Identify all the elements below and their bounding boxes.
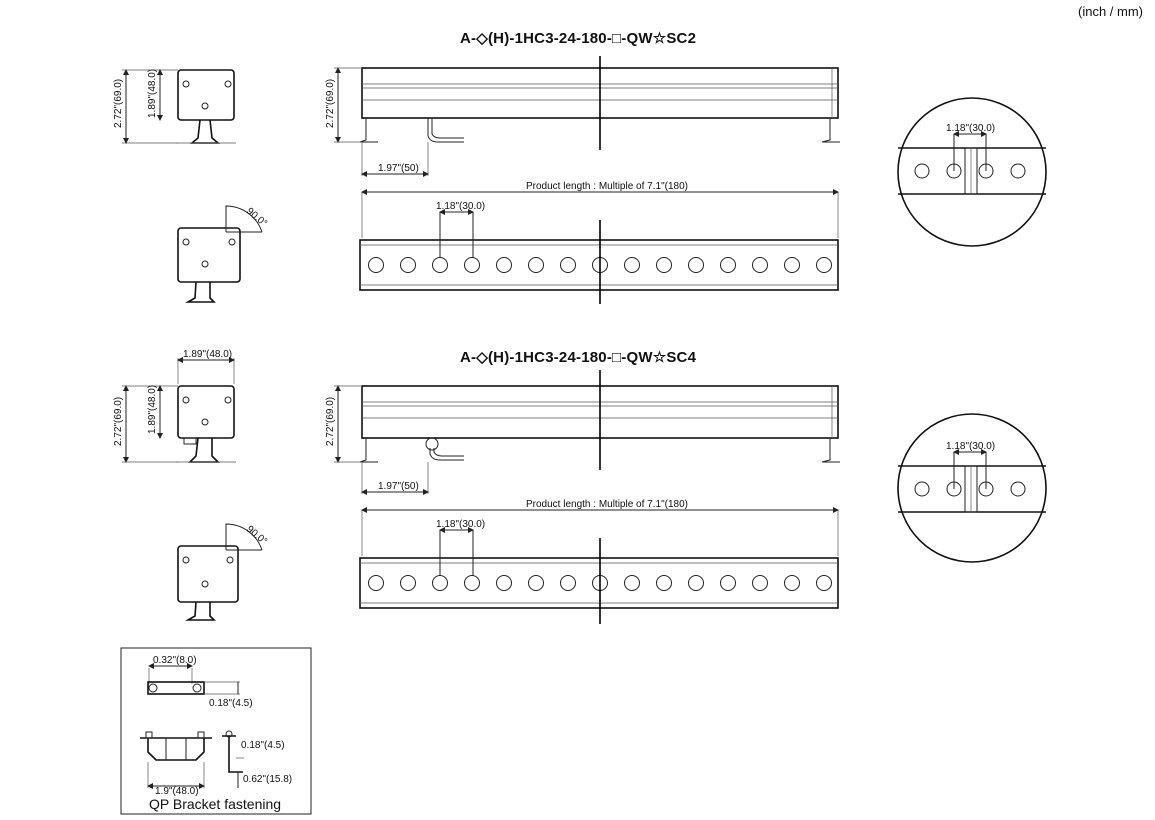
sc4-end-width: 1.89"(48.0) (183, 349, 232, 360)
led-lens (752, 575, 768, 591)
sc2-detail-view: 1.18"(30.0) (897, 97, 1047, 247)
sc2-front-view: Product length : Multiple of 7.1"(180) 1… (359, 181, 839, 304)
sc4-led-pitch: 1.18"(30.0) (436, 519, 485, 530)
led-lens (784, 257, 800, 273)
sc2-tilt-angle: 90.0° (244, 206, 269, 230)
bracket-dim-a: 0.32"(8.0) (153, 655, 197, 666)
led-lens (496, 575, 512, 591)
led-lens (432, 257, 448, 273)
units-label: (inch / mm) (1078, 4, 1143, 19)
led-lens (656, 257, 672, 273)
model-sc4-title: A-◇(H)-1HC3-24-180-□-QW☆SC4 (460, 349, 697, 366)
led-lens (400, 575, 416, 591)
led-lens (528, 575, 544, 591)
sc2-detail-pitch: 1.18"(30.0) (946, 123, 995, 134)
led-lens (624, 575, 640, 591)
led-lens (720, 257, 736, 273)
bracket-dim-c: 0.18"(4.5) (241, 740, 285, 751)
led-lens (368, 575, 384, 591)
led-lens (688, 575, 704, 591)
bracket-caption: QP Bracket fastening (149, 796, 281, 812)
sc2-side-view: 2.72"(69.0) 1.97"(50) (325, 56, 840, 177)
sc4-end-view: 1.89"(48.0) 2.72"(69.0) 1.89"(48.0) (113, 349, 236, 463)
led-lens (432, 575, 448, 591)
model-sc2-title: A-◇(H)-1HC3-24-180-□-QW☆SC2 (460, 30, 696, 47)
led-lens (368, 257, 384, 273)
led-lens (528, 257, 544, 273)
sc2-product-length: Product length : Multiple of 7.1"(180) (526, 181, 688, 192)
sc2-led-pitch: 1.18"(30.0) (436, 201, 485, 212)
sc2-end-view: 2.72"(69.0) 1.89"(48.0) (113, 69, 236, 144)
led-lens (560, 257, 576, 273)
led-lens (784, 575, 800, 591)
bracket-dim-e: 0.62"(15.8) (243, 774, 292, 785)
model-sc4: A-◇(H)-1HC3-24-180-□-QW☆SC4 1.89"(48.0) … (113, 349, 1047, 624)
led-lens (720, 575, 736, 591)
sc4-side-height: 2.72"(69.0) (325, 397, 336, 446)
bracket-dim-d: 1.9"(48.0) (155, 786, 199, 797)
model-sc2: A-◇(H)-1HC3-24-180-□-QW☆SC2 2.72"(69.0) … (113, 30, 1047, 304)
led-lens (464, 575, 480, 591)
sc2-side-offset: 1.97"(50) (378, 163, 419, 174)
sc4-detail-view: 1.18"(30.0) (897, 413, 1047, 563)
sc4-end-height-body: 1.89"(48.0) (147, 385, 158, 434)
led-lens (624, 257, 640, 273)
led-lens (560, 575, 576, 591)
led-lens (816, 257, 832, 273)
led-lens (464, 257, 480, 273)
sc4-end-height-total: 2.72"(69.0) (113, 397, 124, 446)
sc2-tilt-view: 90.0° (177, 205, 269, 303)
led-lens (688, 257, 704, 273)
led-lens (816, 575, 832, 591)
sc4-detail-pitch: 1.18"(30.0) (946, 441, 995, 452)
sc4-side-view: 2.72"(69.0) 1.97"(50) (325, 370, 840, 495)
sc2-end-height-total: 2.72"(69.0) (113, 79, 124, 128)
bracket-box: 0.32"(8.0) 0.18"(4.5) 1.9"(48.0) 0.18"(4… (120, 647, 312, 815)
sc4-product-length: Product length : Multiple of 7.1"(180) (526, 499, 688, 510)
led-lens (656, 575, 672, 591)
sc2-side-height: 2.72"(69.0) (325, 79, 336, 128)
sc2-end-height-body: 1.89"(48.0) (147, 69, 158, 118)
led-lens (752, 257, 768, 273)
bracket-dim-b: 0.18"(4.5) (209, 698, 253, 709)
sc4-tilt-angle: 90.0° (244, 524, 269, 548)
led-lens (496, 257, 512, 273)
sc4-front-view: Product length : Multiple of 7.1"(180) 1… (359, 499, 839, 624)
led-lens (400, 257, 416, 273)
sc4-side-offset: 1.97"(50) (378, 481, 419, 492)
sc4-tilt-view: 90.0° (177, 523, 269, 621)
